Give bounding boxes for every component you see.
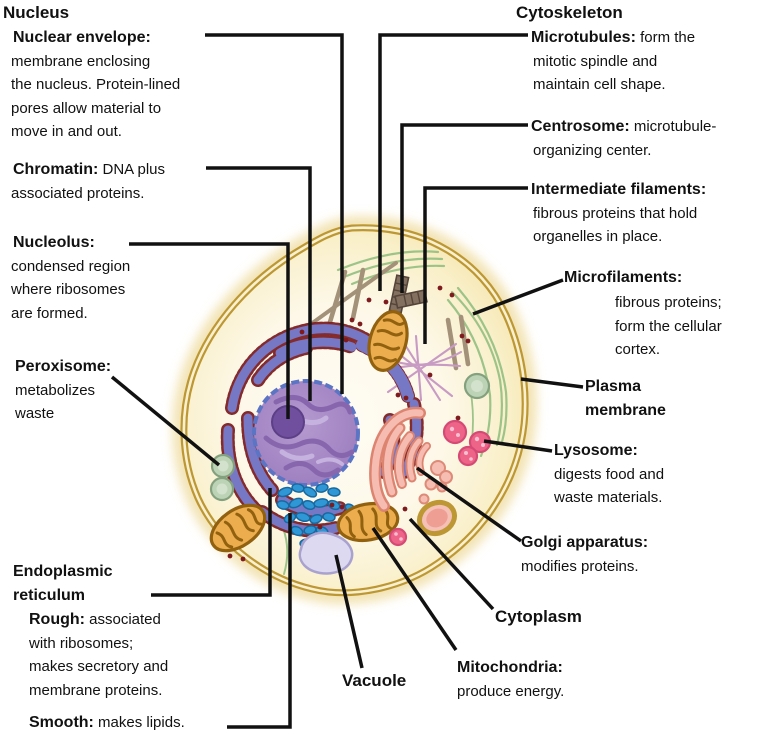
peroxisomes xyxy=(209,372,491,502)
leader-microfilaments xyxy=(472,278,564,316)
smooth-er-term: Smooth: xyxy=(29,714,94,731)
label-plasma-membrane: Plasma membrane xyxy=(585,378,666,419)
leader-lysosome xyxy=(483,439,553,453)
nucleolus-term: Nucleolus: xyxy=(13,234,95,251)
label-microfilaments-term: Microfilaments: xyxy=(564,269,683,286)
leader-microtubules xyxy=(378,33,528,291)
label-mitochondria: Mitochondria: produce energy. xyxy=(457,659,565,700)
leader-rough-er xyxy=(151,488,272,597)
label-microfilaments-desc: fibrous proteins; form the cellular cort… xyxy=(615,294,722,358)
ribosome-dots xyxy=(227,285,471,562)
rough-er-term: Rough: xyxy=(29,611,85,628)
leader-smooth-er xyxy=(227,513,292,729)
lysosome-term: Lysosome: xyxy=(554,442,638,459)
label-golgi: Golgi apparatus: modifies proteins. xyxy=(521,534,649,575)
leader-nucleolus xyxy=(129,242,290,419)
nuclear-envelope-term: Nuclear envelope: xyxy=(13,29,151,46)
leader-intermediate-filaments xyxy=(423,186,528,344)
leader-golgi xyxy=(415,466,523,543)
leader-vacuole xyxy=(334,554,364,669)
nucleus xyxy=(252,379,360,487)
leader-centrosome xyxy=(400,123,528,293)
centrosome-term: Centrosome: xyxy=(531,118,630,135)
label-peroxisome: Peroxisome: metabolizes waste xyxy=(15,358,112,422)
label-intermediate-filaments: Intermediate filaments: fibrous proteins… xyxy=(531,181,707,245)
microtubules-term: Microtubules: xyxy=(531,29,636,46)
label-rough-er: Rough: associated with ribosomes; makes … xyxy=(29,611,169,699)
label-microtubules: Microtubules: form the mitotic spindle a… xyxy=(531,29,696,93)
leader-lines xyxy=(110,33,584,729)
leader-mitochondria xyxy=(371,527,458,651)
label-vacuole: Vacuole xyxy=(342,671,407,690)
label-cytoplasm: Cytoplasm xyxy=(495,607,582,626)
leader-chromatin xyxy=(206,166,312,401)
intermediate-filaments-term: Intermediate filaments: xyxy=(531,181,707,198)
label-smooth-er: Smooth: makes lipids. xyxy=(29,714,185,731)
peroxisome-term: Peroxisome: xyxy=(15,358,112,375)
label-chromatin: Chromatin: DNA plus associated proteins. xyxy=(11,161,166,202)
mitochondria-term: Mitochondria: xyxy=(457,659,563,676)
vacuole xyxy=(298,531,354,575)
lysosomes xyxy=(388,419,492,547)
label-lysosome: Lysosome: digests food and waste materia… xyxy=(554,442,665,506)
leader-cytoplasm xyxy=(408,517,495,611)
label-endoplasmic-reticulum: Endoplasmic reticulum xyxy=(13,563,113,604)
chromatin-strands xyxy=(263,395,355,478)
chromatin-term: Chromatin: xyxy=(13,161,99,178)
leader-peroxisome xyxy=(110,375,221,467)
heading-nucleus: Nucleus xyxy=(3,3,70,22)
label-nucleolus: Nucleolus: condensed region where riboso… xyxy=(11,234,131,322)
heading-cytoskeleton: Cytoskeleton xyxy=(516,3,623,22)
leader-plasma-membrane xyxy=(520,377,584,389)
golgi-term: Golgi apparatus: xyxy=(521,534,649,551)
label-nuclear-envelope: Nuclear envelope: membrane enclosing the… xyxy=(11,29,181,140)
label-centrosome: Centrosome: microtubule- organizing cent… xyxy=(531,118,717,159)
leader-nuclear-envelope xyxy=(205,33,344,394)
membrane-vesicle xyxy=(416,499,458,537)
